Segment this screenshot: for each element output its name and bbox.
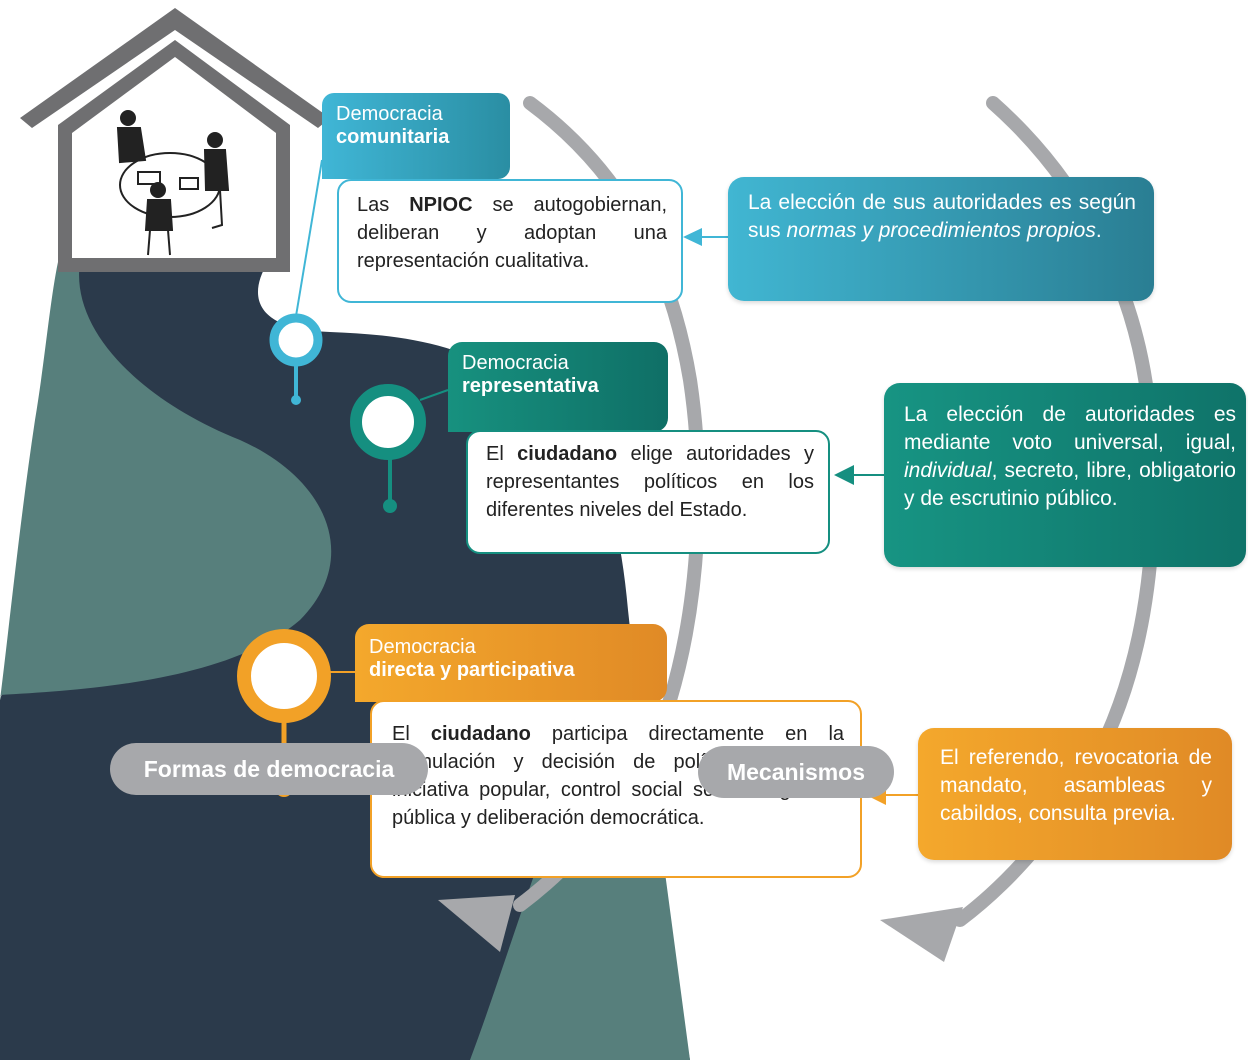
desc-representative-bold: ciudadano [517, 443, 618, 465]
mechanism-communitarian-pre: La elección de sus autoridades es según … [748, 191, 1136, 242]
desc-participatory-bold: ciudadano [430, 723, 531, 745]
meeting-table-icon [116, 110, 230, 256]
desc-representative: El ciudadano elige autoridades y represe… [466, 430, 830, 554]
label-mechanisms: Mecanismos [698, 746, 894, 798]
mechanism-representative-post: , secreto, libre, obligatorio y de escru… [904, 459, 1236, 510]
mechanism-communitarian: La elección de sus autoridades es según … [728, 177, 1154, 301]
arrow-communitarian [683, 228, 702, 246]
teal-band-bottom [470, 818, 690, 1060]
right-arc-arrowhead [880, 907, 963, 962]
node-representative [350, 384, 426, 460]
node-participatory [237, 629, 331, 723]
tag-participatory-line1: Democracia [369, 636, 476, 658]
tag-communitarian: Democracia comunitaria [322, 93, 510, 179]
tag-participatory: Democracia directa y participativa [355, 624, 667, 702]
tag-representative: Democracia representativa [448, 342, 668, 432]
desc-communitarian-bold: NPIOC [409, 194, 473, 216]
desc-representative-post: elige autoridades y representantes polít… [486, 443, 814, 521]
arrow-representative [834, 465, 854, 485]
desc-participatory-pre: El [392, 723, 431, 745]
desc-communitarian-post: se autogobiernan, deliberan y adoptan un… [357, 194, 668, 272]
mechanism-participatory: El referendo, revocatoria de mandato, as… [918, 728, 1232, 860]
mechanism-representative-pre: La elección de autoridades es mediante v… [904, 403, 1236, 454]
desc-communitarian: Las NPIOC se autogobiernan, deliberan y … [337, 179, 683, 303]
tag-participatory-line2: directa y participativa [369, 659, 575, 681]
teal-swoosh-left [0, 262, 332, 1060]
tag-communitarian-line1: Democracia [336, 103, 443, 125]
mechanism-representative-italic: individual [904, 459, 992, 482]
mechanism-representative: La elección de autoridades es mediante v… [884, 383, 1246, 567]
desc-representative-pre: El [486, 443, 518, 465]
tag-communitarian-line2: comunitaria [336, 126, 450, 148]
left-arc-arrowhead [438, 895, 515, 952]
tag-representative-line1: Democracia [462, 352, 569, 374]
desc-communitarian-pre: Las [357, 194, 410, 216]
label-forms-of-democracy: Formas de democracia [110, 743, 428, 795]
mechanism-communitarian-post: . [1095, 219, 1102, 242]
mechanism-communitarian-italic: normas y procedimientos propios [786, 219, 1096, 242]
node-communitarian [269, 313, 323, 367]
tag-representative-line2: representativa [462, 375, 599, 397]
